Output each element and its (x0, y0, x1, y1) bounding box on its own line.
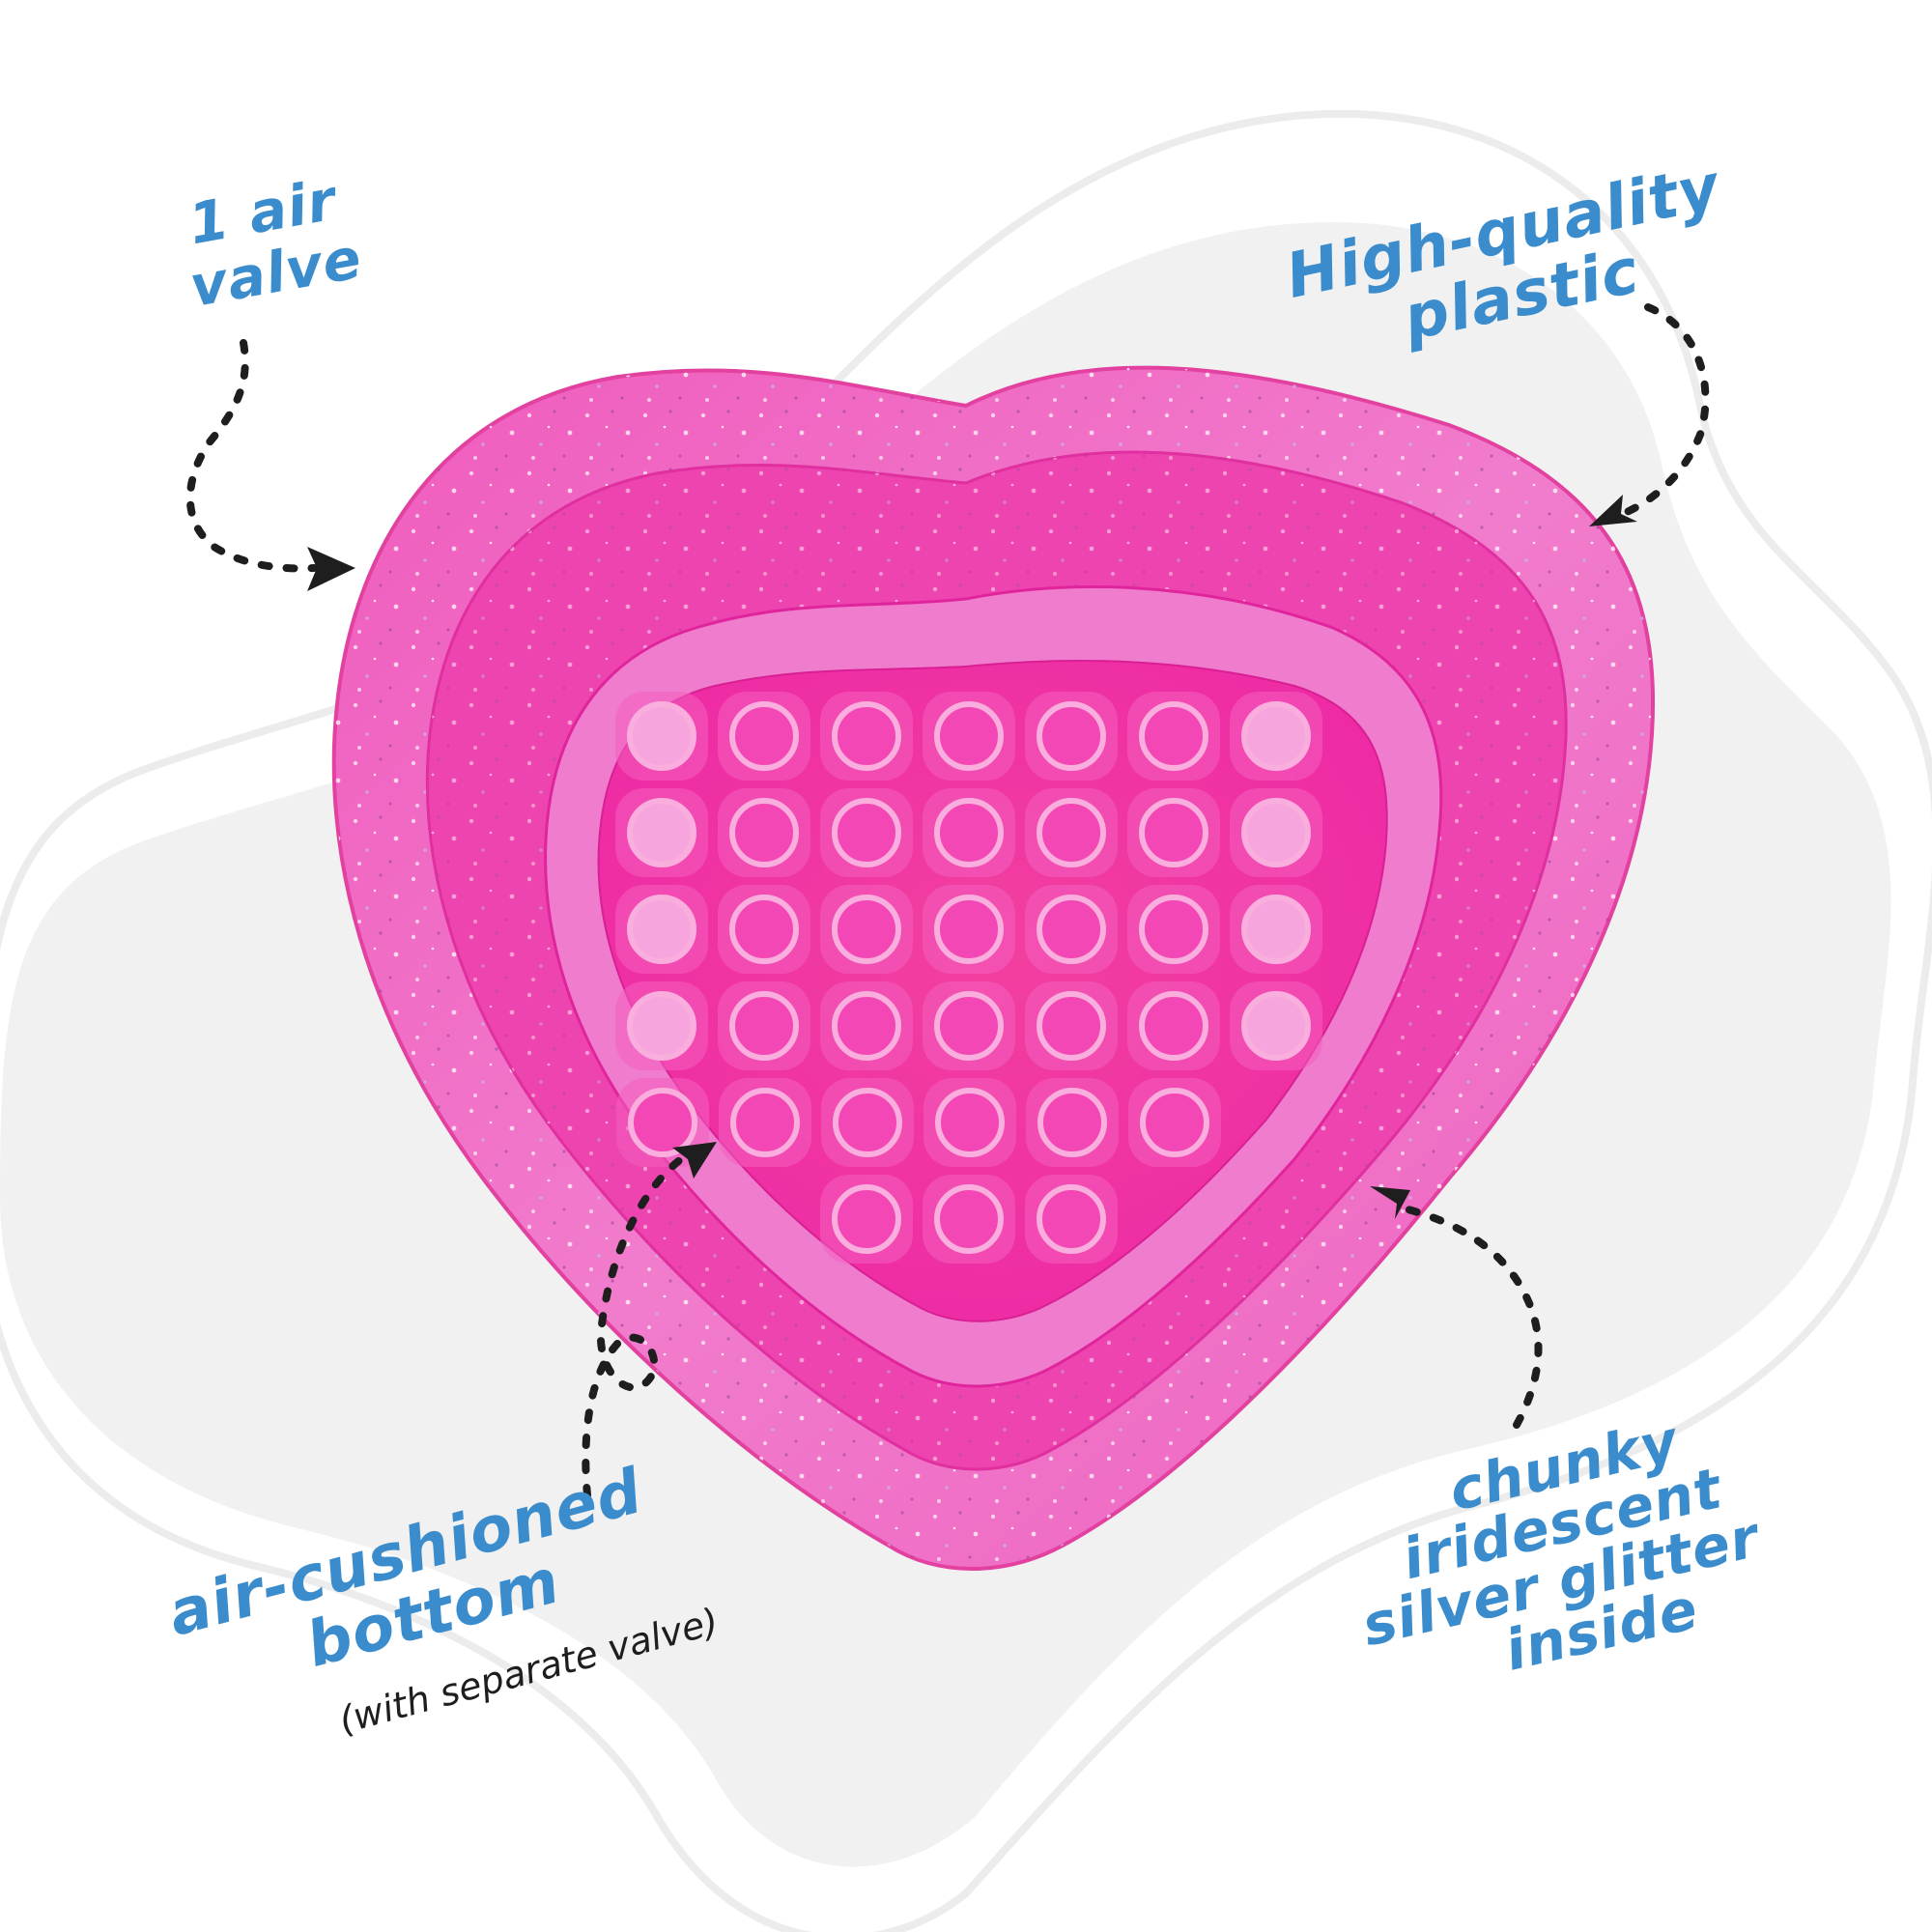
bubble (1037, 701, 1106, 771)
bubble (832, 1184, 901, 1254)
bubble (1139, 895, 1208, 964)
arrowhead-bottom (672, 1142, 717, 1179)
arrow-plastic (1611, 303, 1710, 521)
bubble (934, 991, 1004, 1061)
bubble (1139, 991, 1208, 1061)
bubble (833, 1088, 902, 1157)
bubble (627, 895, 696, 964)
bubble (1241, 798, 1311, 867)
bubble (729, 991, 799, 1061)
bubble (832, 895, 901, 964)
bubble (1241, 895, 1311, 964)
bubble (1037, 1184, 1106, 1254)
bubble (1139, 798, 1208, 867)
heart-pool (331, 365, 1655, 1571)
bubble (729, 895, 799, 964)
bubble (934, 895, 1004, 964)
bubble (1037, 798, 1106, 867)
arrowheads (307, 495, 1637, 1219)
arrow-glitter (1397, 1204, 1543, 1429)
bubble (935, 1088, 1005, 1157)
bubble (1140, 1088, 1209, 1157)
bubble (729, 701, 799, 771)
arrow-bottom (582, 1155, 685, 1499)
bubble (934, 1184, 1004, 1254)
bubble (934, 798, 1004, 867)
bubble (832, 701, 901, 771)
bubble (1037, 1088, 1107, 1157)
bubble (627, 991, 696, 1061)
air-cushion-bubble-grid (615, 692, 1322, 1264)
bubble (1241, 701, 1311, 771)
bubble (1037, 895, 1106, 964)
arrows (185, 303, 1710, 1499)
bubble (730, 1088, 800, 1157)
bubble (628, 1088, 697, 1157)
bubble (1037, 991, 1106, 1061)
bubble (627, 798, 696, 867)
bubble (729, 798, 799, 867)
arrow-air-valve (185, 339, 318, 573)
bubble (934, 701, 1004, 771)
bubble (832, 991, 901, 1061)
arrowhead-plastic (1589, 495, 1637, 526)
arrowhead-air-valve (307, 547, 355, 591)
bubble (832, 798, 901, 867)
bubble (1241, 991, 1311, 1061)
bubble (1139, 701, 1208, 771)
arrowhead-glitter (1370, 1186, 1410, 1219)
blob-outline (0, 109, 1932, 1932)
callout-air-valve: 1 air valve (175, 167, 366, 320)
bubble (627, 701, 696, 771)
